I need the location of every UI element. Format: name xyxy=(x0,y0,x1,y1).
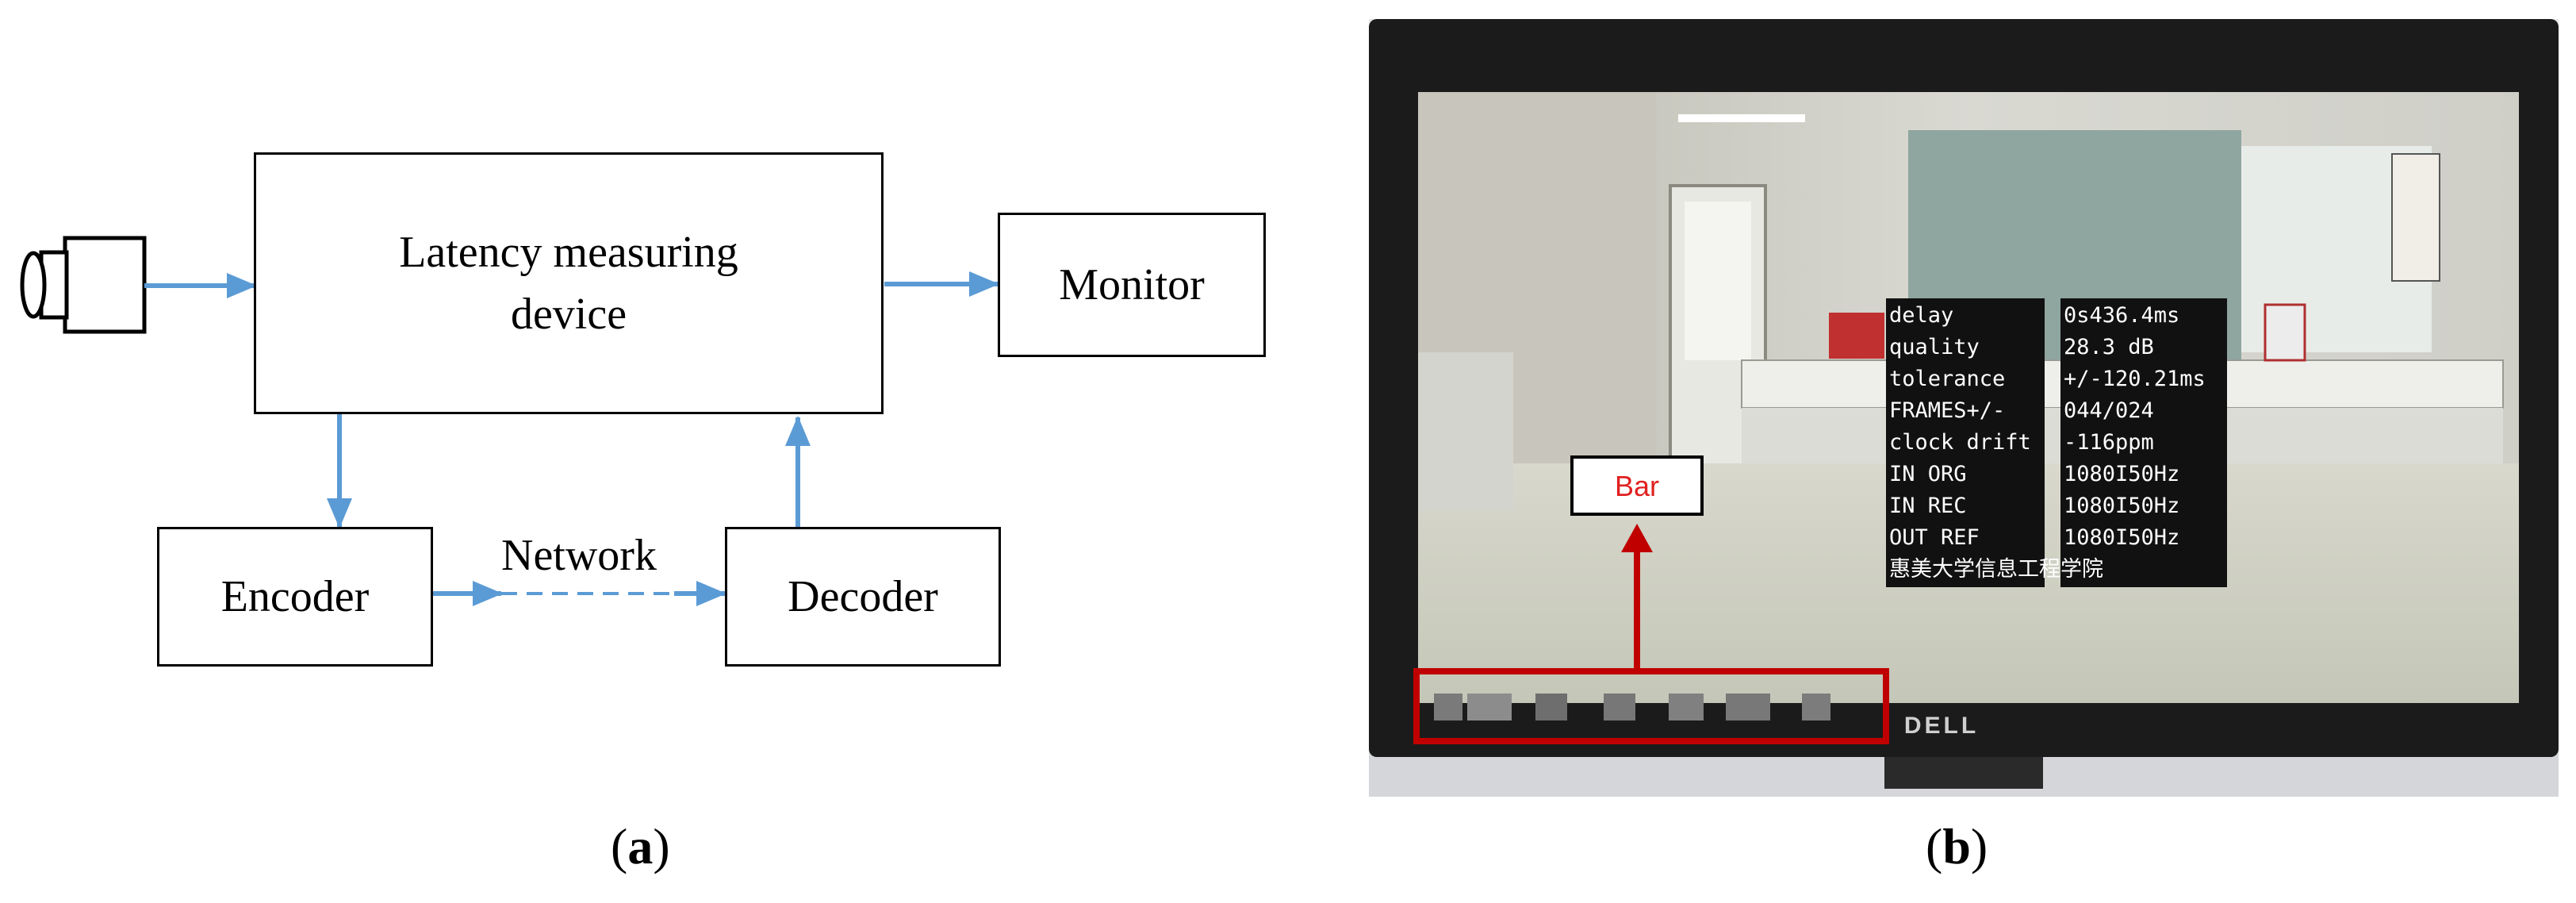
overlay-row-label: IN ORG xyxy=(1889,462,1967,486)
bar-label-box xyxy=(1570,455,1704,516)
caption-b: (b) xyxy=(1926,818,1988,874)
overlay-row-value: 28.3 dB xyxy=(2064,335,2154,359)
overlay-row-label: delay xyxy=(1889,303,1953,328)
decoder-box: Decoder xyxy=(725,527,1001,667)
overlay-row-value: 1080I50Hz xyxy=(2064,494,2179,518)
overlay-row-value: 1080I50Hz xyxy=(2064,525,2179,550)
monitor-label: Monitor xyxy=(1059,260,1205,309)
overlay-row-label: tolerance xyxy=(1889,367,2005,391)
monitor-photo: delay 0s436.4ms quality 28.3 dB tolerance +/-… xyxy=(1369,19,2559,797)
network-label: Network xyxy=(501,531,657,580)
bar-pointer-arrowhead xyxy=(1621,524,1653,552)
overlay-footer: 惠美大学信息工程学院 xyxy=(1889,557,2103,582)
overlay-label-column xyxy=(1886,298,2045,587)
encoder-label: Encoder xyxy=(220,572,370,621)
caption-a-letter: a xyxy=(627,818,654,874)
latency-overlay: delay 0s436.4ms quality 28.3 dB tolerance +/-… xyxy=(1886,298,2227,587)
overlay-row-label: quality xyxy=(1889,335,1980,359)
overlay-row-label: OUT REF xyxy=(1889,525,1980,550)
caption-a: (a) xyxy=(611,818,670,874)
dell-logo: DELL xyxy=(1904,713,1979,739)
encoder-box: Encoder xyxy=(157,527,433,667)
monitor-stand xyxy=(1884,757,2043,789)
timing-bar-highlight xyxy=(1413,668,1889,744)
overlay-row-label: IN REC xyxy=(1889,494,1967,518)
caption-b-letter: b xyxy=(1942,818,1971,874)
overlay-row-label: FRAMES+/- xyxy=(1889,398,2005,423)
overlay-row-label: clock drift xyxy=(1889,430,2031,455)
latency-measuring-device-box: Latency measuring device xyxy=(254,152,884,414)
overlay-row-value: 0s436.4ms xyxy=(2064,303,2179,328)
bar-label: Bar xyxy=(1615,470,1659,502)
monitor-box: Monitor xyxy=(998,213,1266,357)
timing-bar xyxy=(1434,694,1830,720)
decoder-label: Decoder xyxy=(788,572,938,621)
overlay-row-value: 1080I50Hz xyxy=(2064,462,2179,486)
overlay-row-value: +/-120.21ms xyxy=(2064,367,2206,391)
overlay-value-column xyxy=(2060,298,2227,587)
overlay-row-value: -116ppm xyxy=(2064,430,2154,455)
overlay-row-value: 044/024 xyxy=(2064,398,2154,423)
latency-measuring-device-label: Latency measuring device xyxy=(399,228,738,339)
panel-a-connectors xyxy=(20,236,999,606)
camera-icon xyxy=(20,236,147,334)
